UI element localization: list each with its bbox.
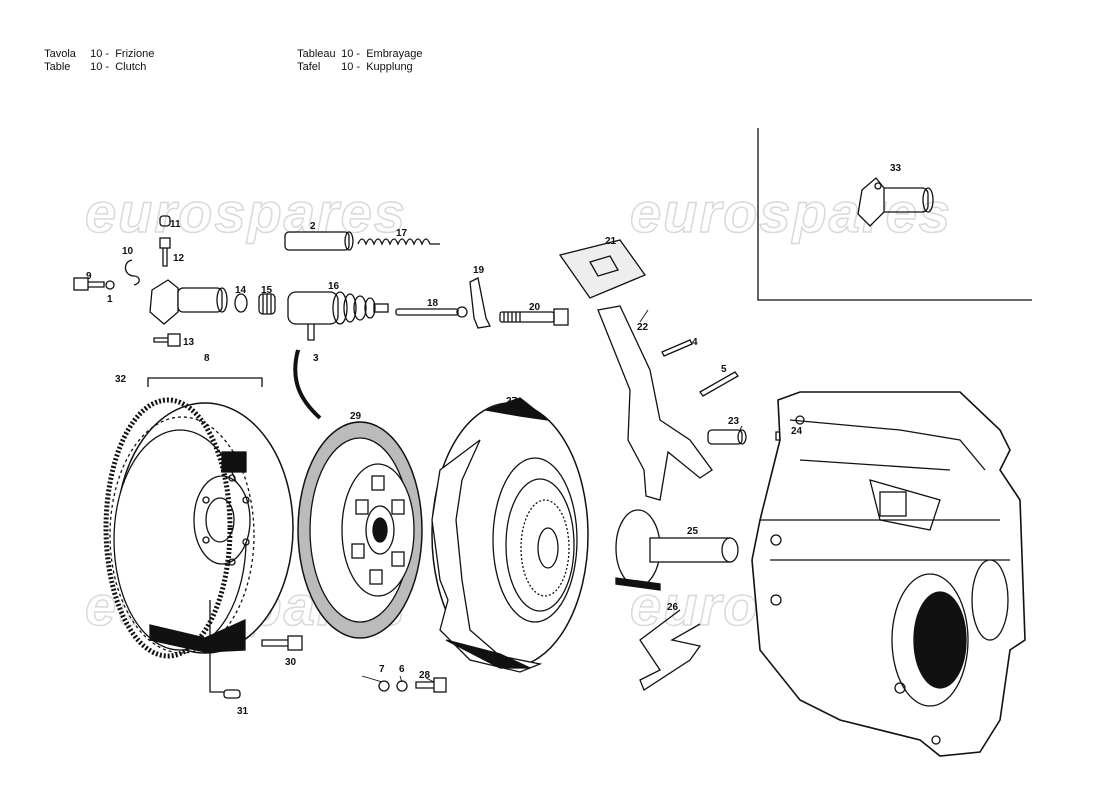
callout-27: 27: [506, 396, 518, 407]
part-20-stud: [499, 308, 569, 326]
part-32-ring-gear: [103, 397, 233, 659]
callout-7: 7: [379, 664, 385, 675]
header-fr-num: 10 -: [341, 48, 361, 60]
watermark-1: eurospares: [85, 181, 407, 244]
callout-24: 24: [791, 426, 803, 437]
callout-18: 18: [427, 298, 439, 309]
callout-3: 3: [313, 353, 319, 364]
part-13-bolt: [153, 333, 181, 347]
callout-29: 29: [350, 411, 362, 422]
leader-lines: [295, 309, 743, 683]
part-23-pivot: [707, 429, 747, 445]
part-26-spring-clip: [639, 609, 702, 691]
callout-6: 6: [399, 664, 405, 675]
part-18-push-rod: [395, 306, 468, 318]
part-17-spring: [357, 238, 440, 246]
callout-8: 8: [204, 353, 210, 364]
header-de-num: 10 -: [341, 61, 361, 73]
callout-30: 30: [285, 657, 297, 668]
part-5-pin: [699, 371, 739, 397]
part-19-bracket: [469, 277, 491, 329]
part-21-rubber-boot: [558, 239, 647, 299]
callout-32: 32: [115, 374, 127, 385]
part-14-seal: [234, 293, 248, 313]
callout-19: 19: [473, 265, 485, 276]
callout-15: 15: [261, 285, 273, 296]
header-en-name: Clutch: [115, 61, 147, 73]
part-1-washer: [105, 280, 115, 290]
callout-23: 23: [728, 416, 740, 427]
callout-22: 22: [637, 322, 649, 333]
callout-12: 12: [173, 253, 185, 264]
callout-11: 11: [170, 219, 181, 230]
part-12-bleed-screw: [159, 237, 171, 267]
part-27-pressure-plate: [431, 397, 589, 673]
part-28-bolt: [415, 677, 447, 693]
callout-5: 5: [721, 364, 727, 375]
callout-26: 26: [667, 602, 679, 613]
part-7-washer: [378, 680, 390, 692]
part-16-slave-cylinder: [287, 291, 389, 341]
part-11-cap: [159, 215, 171, 227]
header-it-num: 10 -: [90, 48, 110, 60]
callout-21: 21: [605, 236, 617, 247]
part-29-clutch-disc: [297, 421, 423, 639]
callout-14: 14: [235, 285, 247, 296]
callout-10: 10: [122, 246, 134, 257]
part-31-dowel: [209, 600, 241, 699]
part-2-sleeve: [284, 231, 354, 251]
header-fr-prefix: Tableau: [297, 48, 336, 60]
callout-20: 20: [529, 302, 541, 313]
inset-frame: [757, 128, 1032, 301]
callout-28: 28: [419, 670, 431, 681]
callout-33: 33: [890, 163, 902, 174]
callout-2: 2: [310, 221, 316, 232]
callout-4: 4: [692, 337, 698, 348]
part-33-slave-cylinder-bracket: [857, 177, 934, 227]
part-4-pin: [661, 339, 693, 357]
header-de-name: Kupplung: [366, 61, 413, 73]
header-it-name: Frizione: [115, 48, 155, 60]
header-fr-name: Embrayage: [366, 48, 423, 60]
callout-1: 1: [107, 294, 113, 305]
header-it: Tavola 10 - Frizione: [38, 33, 154, 61]
callout-9: 9: [86, 271, 92, 282]
callout-17: 17: [396, 228, 408, 239]
part-10-clip: [124, 259, 140, 286]
callout-25: 25: [687, 526, 699, 537]
part-3-hose: [293, 349, 322, 420]
header-it-prefix: Tavola: [44, 48, 76, 60]
callout-31: 31: [237, 706, 249, 717]
header-de: Tafel 10 - Kupplung: [291, 46, 413, 74]
part-25-release-bearing: [615, 509, 739, 591]
header-en-prefix: Table: [44, 61, 71, 73]
header-fr: Tableau 10 - Embrayage: [291, 33, 422, 61]
header-de-prefix: Tafel: [297, 61, 321, 73]
header-en: Table 10 - Clutch: [38, 46, 146, 74]
callout-13: 13: [183, 337, 195, 348]
part-22-clutch-fork: [597, 305, 713, 501]
part-30-bolt: [261, 635, 303, 651]
part-15-piston: [258, 293, 276, 315]
bell-housing: [751, 391, 1026, 757]
part-9-bolt: [73, 277, 105, 291]
part-8-bracket-line: [147, 377, 263, 387]
part-6-lockwasher: [396, 680, 408, 692]
part-8-flywheel: [109, 402, 294, 654]
header-en-num: 10 -: [90, 61, 110, 73]
callout-16: 16: [328, 281, 340, 292]
part-cylinder-body: [149, 279, 228, 325]
